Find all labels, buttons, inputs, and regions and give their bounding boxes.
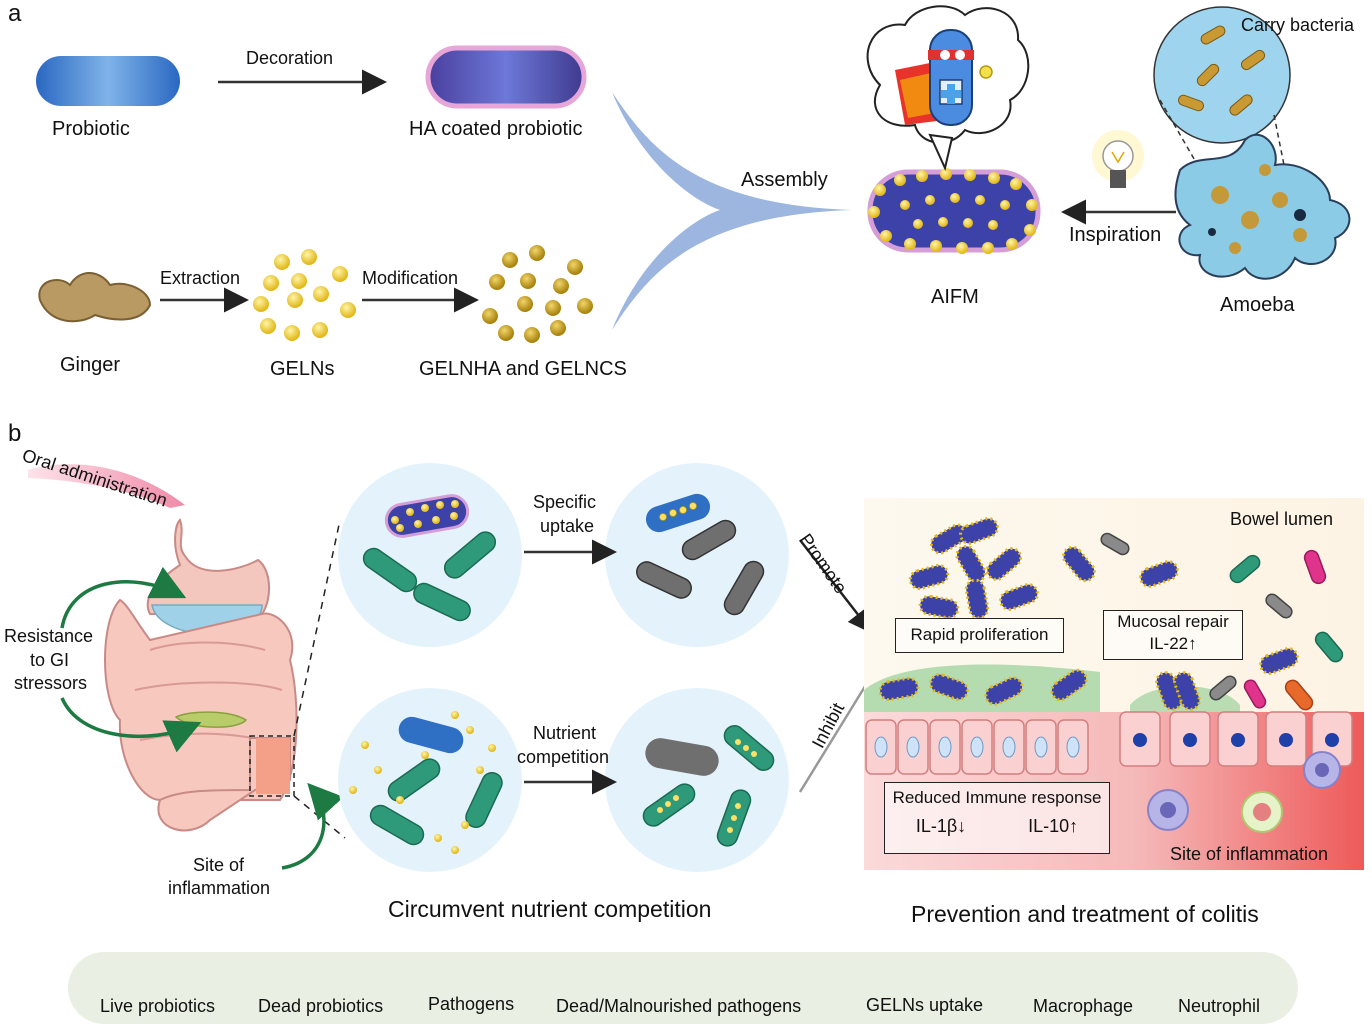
thought-tail xyxy=(928,133,954,172)
gi-tract xyxy=(104,518,298,832)
rapid-proliferation-box: Rapid proliferation xyxy=(895,618,1064,653)
inflammation-arrow xyxy=(281,782,344,870)
lumen-probiotics xyxy=(878,517,1299,711)
extraction-label: Extraction xyxy=(160,268,241,288)
il10-label: IL-10↑ xyxy=(1028,816,1079,836)
circle-top-left xyxy=(338,463,522,647)
resistance-line-3: stressors xyxy=(14,673,88,693)
reduced-immune-box: Reduced Immune response IL-1β↓ IL-10↑ xyxy=(884,782,1110,854)
mucus-layer xyxy=(864,664,1100,720)
oral-arrow xyxy=(28,464,185,508)
panel-b-label: b xyxy=(8,420,22,447)
zoom-box xyxy=(249,735,295,797)
modification-label: Modification xyxy=(362,268,459,288)
bowel-lumen-label: Bowel lumen xyxy=(1230,509,1334,529)
carry-bacteria-label: Carry bacteria xyxy=(1241,15,1355,35)
assembly-funnel xyxy=(612,92,852,330)
resistance-arrow-down xyxy=(60,697,202,753)
legend-macrophage-label: Macrophage xyxy=(1033,996,1134,1016)
site-line-1: Site of xyxy=(193,855,245,875)
mucosal-repair-box: Mucosal repair IL-22↑ xyxy=(1103,610,1243,660)
legend xyxy=(68,952,1298,1024)
site-line-2: inflammation xyxy=(168,878,271,898)
nutrient-line-1: Nutrient xyxy=(533,723,597,743)
resistance-arrow-up xyxy=(60,566,187,629)
inspiration-label: Inspiration xyxy=(1069,224,1162,246)
immune-cells xyxy=(1147,751,1341,833)
assembly-label: Assembly xyxy=(741,169,828,191)
gelnha-particles xyxy=(482,245,593,343)
legend-live-label: Live probiotics xyxy=(100,996,216,1016)
legend-dead-pathogens-label: Dead/Malnourished pathogens xyxy=(556,996,802,1016)
mucosal-repair-line-2: IL-22↑ xyxy=(1149,634,1197,653)
gelns-label: GELNs xyxy=(270,358,335,380)
panel-a-label: a xyxy=(8,0,22,27)
aifm-particles xyxy=(868,168,1038,254)
aifm-label: AIFM xyxy=(931,286,979,308)
lightbulb-icon xyxy=(1092,130,1144,188)
legend-dead-label: Dead probiotics xyxy=(258,996,384,1016)
specific-line-2: uptake xyxy=(540,516,595,536)
legend-neutrophil-label: Neutrophil xyxy=(1178,996,1261,1016)
amoeba-contents xyxy=(1211,164,1307,254)
ginger-shape xyxy=(38,272,152,323)
ha-probiotic-shape xyxy=(425,45,587,109)
promote-arrow xyxy=(799,539,874,634)
resistance-line-2: to GI xyxy=(30,650,70,670)
legend-gelns-uptake-label: GELNs uptake xyxy=(866,995,984,1015)
circle-bottom-right xyxy=(605,688,789,872)
zoom-circle xyxy=(1153,6,1291,144)
zoom-bacteria xyxy=(1177,25,1266,116)
gelnha-label: GELNHA and GELNCS xyxy=(419,358,627,380)
il1b-label: IL-1β↓ xyxy=(915,816,967,836)
probiotic-shape xyxy=(36,56,180,106)
probiotic-label: Probiotic xyxy=(52,118,130,140)
legend-pathogens-label: Pathogens xyxy=(428,994,515,1014)
lumen-pathogens xyxy=(1100,532,1344,711)
site-inflammation-right-label: Site of inflammation xyxy=(1170,844,1329,864)
ginger-label: Ginger xyxy=(60,354,121,376)
mucosal-repair-line-1: Mucosal repair xyxy=(1117,612,1229,631)
hero-icon xyxy=(895,29,993,126)
specific-line-1: Specific xyxy=(533,492,597,512)
reduced-immune-title: Reduced Immune response xyxy=(892,788,1102,807)
amoeba-body xyxy=(1174,133,1351,280)
decoration-label: Decoration xyxy=(246,48,334,68)
circumvent-label: Circumvent nutrient competition xyxy=(388,896,712,922)
prevention-label: Prevention and treatment of colitis xyxy=(911,901,1259,927)
resistance-line-1: Resistance xyxy=(4,626,94,646)
ha-coated-label: HA coated probiotic xyxy=(409,118,583,140)
amoeba-label: Amoeba xyxy=(1220,294,1295,316)
gelns-particles xyxy=(253,249,356,341)
nutrient-line-2: competition xyxy=(517,747,610,767)
